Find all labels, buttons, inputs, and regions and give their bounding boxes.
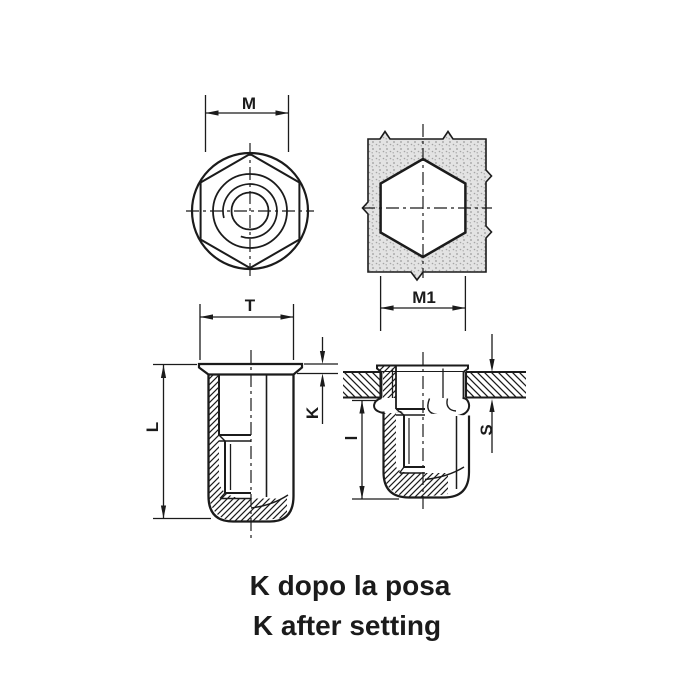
dim-label-S: S [477, 424, 496, 435]
dimension-S: S [477, 334, 496, 453]
caption-english: K after setting [253, 610, 441, 641]
bottom-transition-curve [424, 466, 465, 481]
arrowhead-right [280, 314, 294, 320]
arrowhead-up [359, 400, 365, 414]
arrowhead-up [160, 365, 167, 378]
top-view-rivet-nut [186, 143, 314, 279]
centerlines [362, 124, 492, 278]
plate-right-hatch [466, 372, 526, 398]
hex-hole-view [361, 124, 493, 282]
dim-label-l: l [342, 436, 361, 441]
caption-italian: K dopo la posa [250, 570, 451, 601]
arrowhead-left [200, 314, 213, 320]
bottom-section-hatch [208, 468, 287, 522]
dimension-l: l [342, 399, 399, 500]
dimension-L: L [143, 363, 211, 520]
dim-label-T: T [245, 296, 256, 315]
arrowhead-up [319, 373, 326, 387]
dim-label-L: L [143, 422, 162, 432]
plate-left-edges [343, 370, 382, 399]
dim-label-M: M [242, 94, 256, 113]
caption: K dopo la posa K after setting [250, 570, 451, 641]
dim-label-K: K [303, 406, 322, 419]
upper-wall-hatch [377, 366, 396, 398]
arrowhead-down [160, 505, 167, 519]
arrowhead-down [319, 351, 326, 364]
arrowhead-up [489, 399, 495, 412]
arrowhead-left [205, 110, 219, 116]
plate-left-hatch [343, 372, 381, 398]
wall-section-hatch [208, 374, 219, 468]
arrowhead-left [380, 305, 394, 311]
shank-walls [380, 372, 465, 398]
bottom-transition-curve [250, 494, 289, 509]
thread-arc [222, 183, 278, 239]
bore-and-thread-lines [218, 374, 251, 500]
dim-label-M1: M1 [412, 288, 436, 307]
bottom-section-hatch [383, 458, 448, 497]
arrowhead-down [359, 486, 365, 499]
centerlines [186, 143, 314, 279]
side-section-view [197, 350, 304, 540]
dimension-K: K [297, 337, 338, 424]
installed-section-view [343, 352, 526, 512]
plate-right-edges [464, 370, 526, 399]
arrowhead-right [275, 110, 289, 116]
dimension-M: M [204, 94, 290, 152]
bore-and-thread-lines [395, 366, 425, 474]
dimension-M1: M1 [379, 276, 467, 331]
arrowhead-down [489, 359, 495, 372]
lower-wall-hatch [383, 413, 396, 458]
dimension-T: T [199, 296, 295, 360]
arrowhead-right [452, 305, 466, 311]
